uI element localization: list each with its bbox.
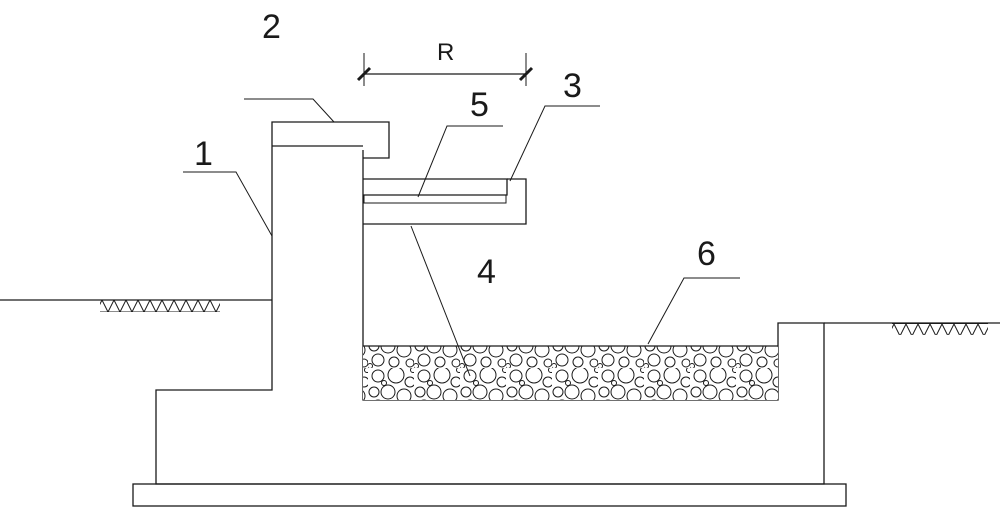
trough (363, 178, 508, 196)
dimension-tick-right (518, 66, 534, 82)
leader-3 (509, 105, 600, 182)
filter-media-layer (363, 194, 507, 204)
leader-2 (244, 98, 335, 123)
leader-6 (647, 277, 740, 345)
wall-and-channel-outline (155, 150, 825, 485)
foundation-slab (132, 483, 847, 507)
label-6: 6 (697, 235, 716, 273)
earth-hatch-right (892, 323, 988, 335)
label-5: 5 (470, 86, 489, 124)
leader-5 (417, 125, 503, 198)
leader-4 (410, 225, 471, 377)
label-3: 3 (563, 67, 582, 105)
leader-1 (183, 171, 273, 237)
label-2: 2 (262, 8, 281, 46)
label-1: 1 (194, 135, 213, 173)
earth-hatch-left (100, 300, 220, 312)
dimension-tick-left (356, 66, 372, 82)
trough-lip (363, 178, 527, 225)
dimension-label-r: R (437, 39, 454, 66)
wall-cap (271, 121, 390, 159)
label-4: 4 (477, 253, 496, 291)
cobble-bed (363, 346, 778, 400)
